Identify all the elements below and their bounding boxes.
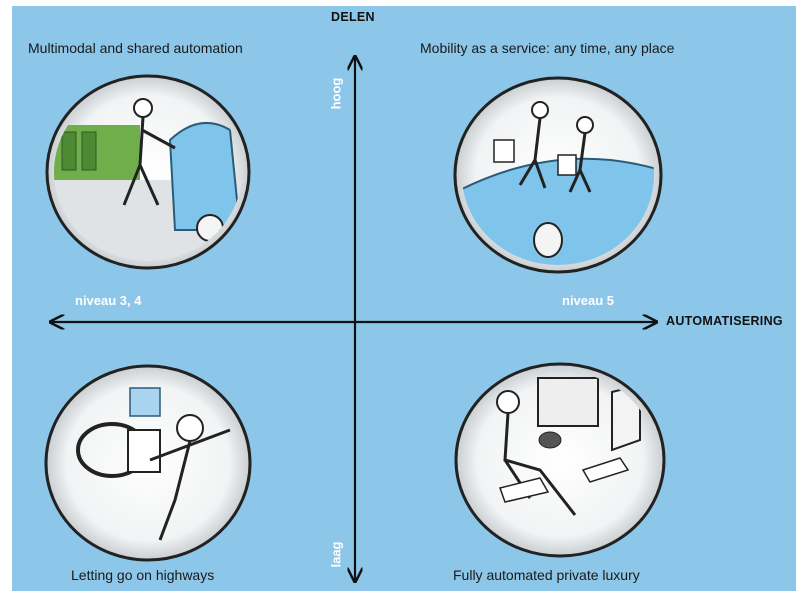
vertical-axis-title: DELEN	[331, 10, 375, 24]
quadrant-label-top-right: Mobility as a service: any time, any pla…	[420, 40, 675, 56]
horizontal-axis-title: AUTOMATISERING	[666, 314, 783, 328]
right-axis-label: niveau 5	[562, 293, 615, 308]
vignette-luxury	[454, 362, 666, 558]
vignette-multimodal	[45, 74, 251, 270]
quadrant-label-top-left: Multimodal and shared automation	[28, 40, 243, 56]
quadrant-label-bottom-right: Fully automated private luxury	[453, 567, 640, 583]
vignette-highways	[44, 364, 252, 562]
quadrant-label-bottom-left: Letting go on highways	[71, 567, 215, 583]
vignette-maas	[453, 76, 663, 274]
top-axis-label: hoog	[328, 77, 344, 110]
bottom-axis-label: laag	[328, 541, 344, 568]
left-axis-label: niveau 3, 4	[75, 293, 142, 308]
